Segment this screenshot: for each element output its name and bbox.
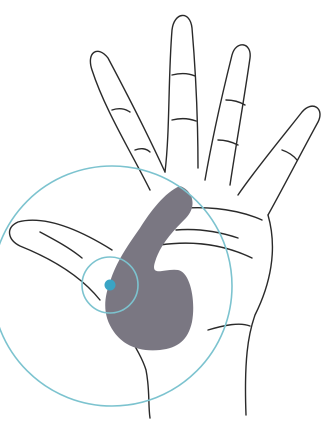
middle-crease-2 — [172, 119, 196, 121]
ring-finger-outline — [205, 45, 250, 185]
palm-edge-right — [245, 215, 272, 415]
index-finger-outline — [90, 51, 165, 190]
middle-crease — [172, 74, 195, 76]
thumb-crease — [40, 232, 82, 258]
index-crease — [112, 109, 130, 112]
little-finger-outline — [238, 106, 320, 215]
life-line — [208, 324, 250, 330]
highlight-region-thenar — [105, 186, 193, 350]
little-crease — [282, 150, 297, 160]
ring-crease-2 — [218, 140, 238, 145]
head-line — [160, 243, 252, 258]
ring-crease — [226, 100, 245, 105]
index-crease-2 — [135, 149, 150, 152]
middle-finger-outline — [165, 15, 198, 172]
target-point-icon — [105, 280, 116, 291]
palm-fold — [176, 229, 238, 238]
